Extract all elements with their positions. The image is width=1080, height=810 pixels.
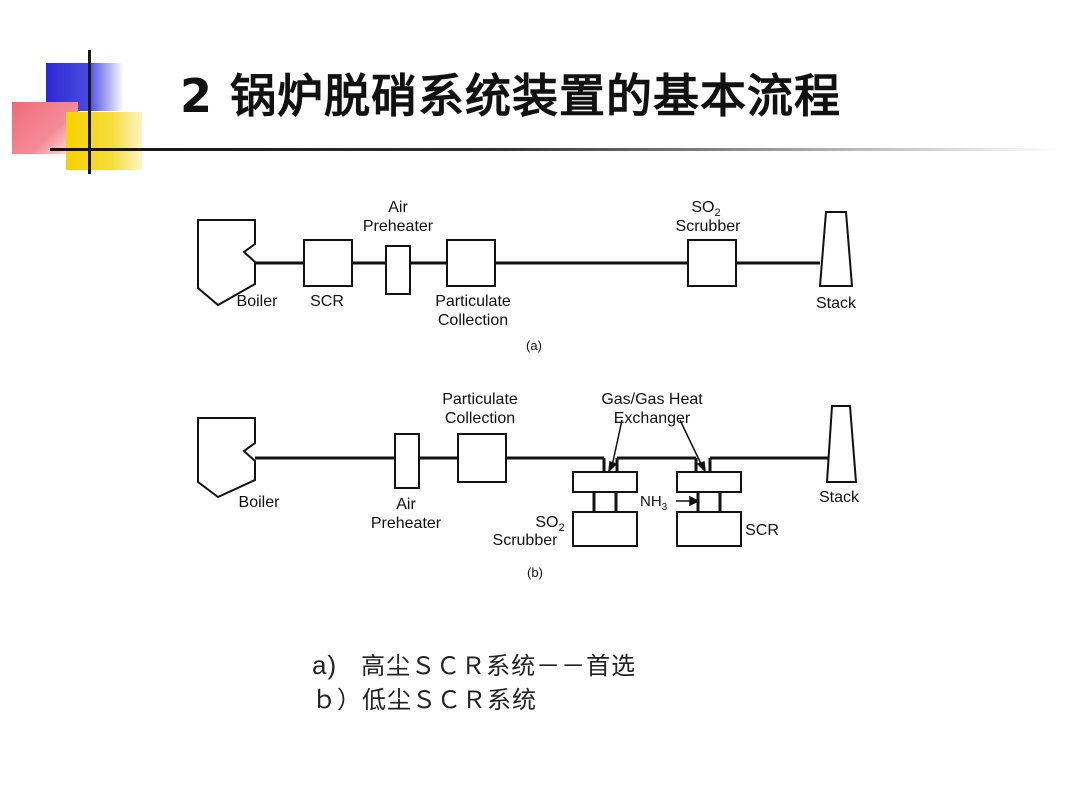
decor-vertical-line xyxy=(88,50,91,174)
label-a-so2: SO2 xyxy=(691,199,720,219)
label-a-boiler: Boiler xyxy=(237,293,279,310)
label-b-stack: Stack xyxy=(819,489,860,506)
label-a-air: Air xyxy=(388,199,408,216)
label-a-particulate: Particulate xyxy=(435,293,511,310)
decor-yellow-square xyxy=(66,112,142,170)
label-b-gasgas: Gas/Gas Heat xyxy=(601,391,703,408)
particulate-box-b xyxy=(457,433,507,483)
label-b-scrubber: Scrubber xyxy=(493,532,559,549)
title-underline xyxy=(50,148,1060,151)
label-a-stack: Stack xyxy=(816,295,857,312)
label-b-nh3: NH3 xyxy=(640,493,668,513)
label-a-scrubber: Scrubber xyxy=(676,218,742,235)
label-b-preheater: Preheater xyxy=(371,515,442,532)
label-b-collection: Collection xyxy=(445,410,515,427)
scr-box-a xyxy=(303,239,353,287)
label-a-collection: Collection xyxy=(438,312,508,329)
caption-line-a: a) 高尘ＳＣＲ系统－－首选 xyxy=(312,646,636,681)
caption-a-lead: a) xyxy=(312,650,338,680)
label-a-preheater: Preheater xyxy=(363,218,434,235)
stack-shape-b xyxy=(825,405,858,483)
ggh-right-top xyxy=(676,471,742,493)
air-preheater-box-b xyxy=(394,433,420,489)
stack-shape-a xyxy=(818,211,854,287)
label-b-exchanger: Exchanger xyxy=(614,410,691,427)
label-b-particulate: Particulate xyxy=(442,391,518,408)
caption-a-text: 高尘ＳＣＲ系统－－首选 xyxy=(361,652,637,680)
caption-b: (b) xyxy=(527,565,543,580)
label-b-so2: SO2 xyxy=(535,514,564,534)
label-b-air: Air xyxy=(396,496,416,513)
label-b-scr: SCR xyxy=(745,522,779,539)
label-b-boiler: Boiler xyxy=(239,494,281,511)
caption-line-b: ｂ）低尘ＳＣＲ系统 xyxy=(312,680,537,715)
scr-box-b xyxy=(676,511,742,547)
air-preheater-box-a xyxy=(385,245,411,295)
slide-title: 2 锅炉脱硝系统装置的基本流程 xyxy=(180,69,842,123)
arrow-ggh-left xyxy=(611,419,623,467)
boiler-shape-b xyxy=(197,417,256,499)
so2-scrubber-box-a xyxy=(687,239,737,287)
particulate-box-a xyxy=(446,239,496,287)
caption-b-text: ｂ）低尘ＳＣＲ系统 xyxy=(312,686,537,714)
label-a-scr: SCR xyxy=(310,293,344,310)
caption-a: (a) xyxy=(526,338,542,353)
ggh-left-top xyxy=(572,471,638,493)
so2-scrubber-box-b xyxy=(572,511,638,547)
arrow-ggh-right xyxy=(679,419,703,467)
